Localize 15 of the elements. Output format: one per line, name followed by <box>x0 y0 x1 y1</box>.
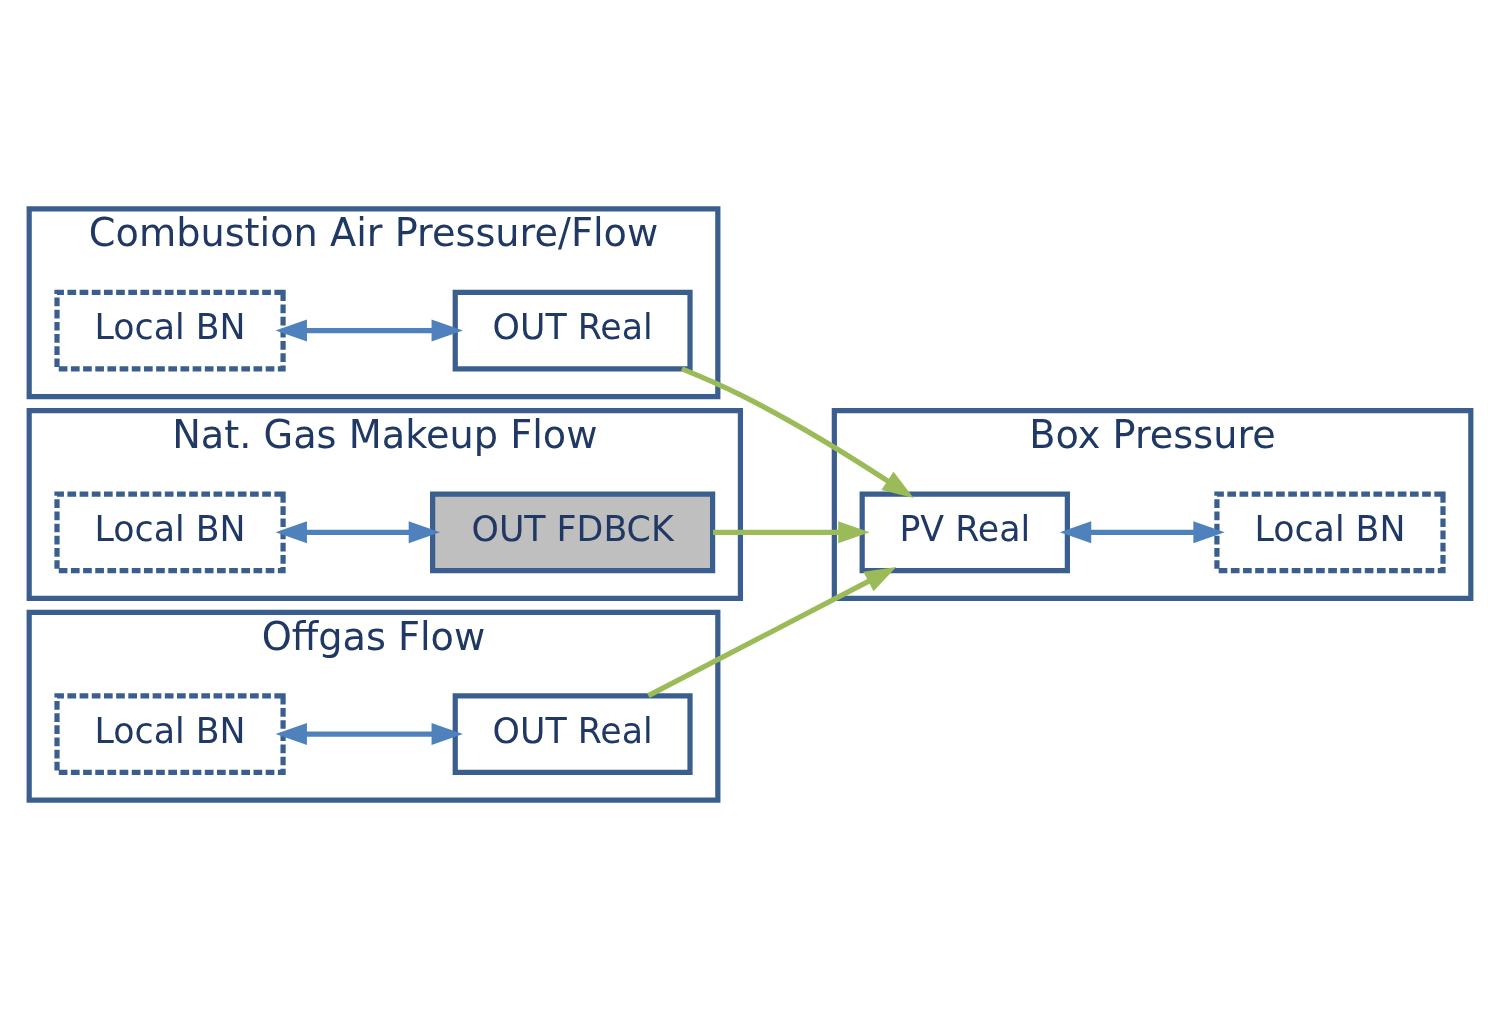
arrow <box>1059 521 1225 544</box>
node-box: PV Real <box>859 491 1070 574</box>
node-box: OUT Real <box>452 289 693 372</box>
node-box: Local BN <box>54 693 286 775</box>
arrow <box>647 566 897 698</box>
arrow <box>275 319 463 342</box>
node-box: Local BN <box>1214 491 1446 574</box>
arrow <box>275 521 441 544</box>
arrow <box>713 521 870 544</box>
node-box: OUT Real <box>452 693 693 775</box>
arrow <box>275 723 463 746</box>
arrow <box>680 366 914 499</box>
node-box: OUT FDBCK <box>430 491 716 574</box>
node-box: Local BN <box>54 289 286 372</box>
node-box: Local BN <box>54 491 286 574</box>
